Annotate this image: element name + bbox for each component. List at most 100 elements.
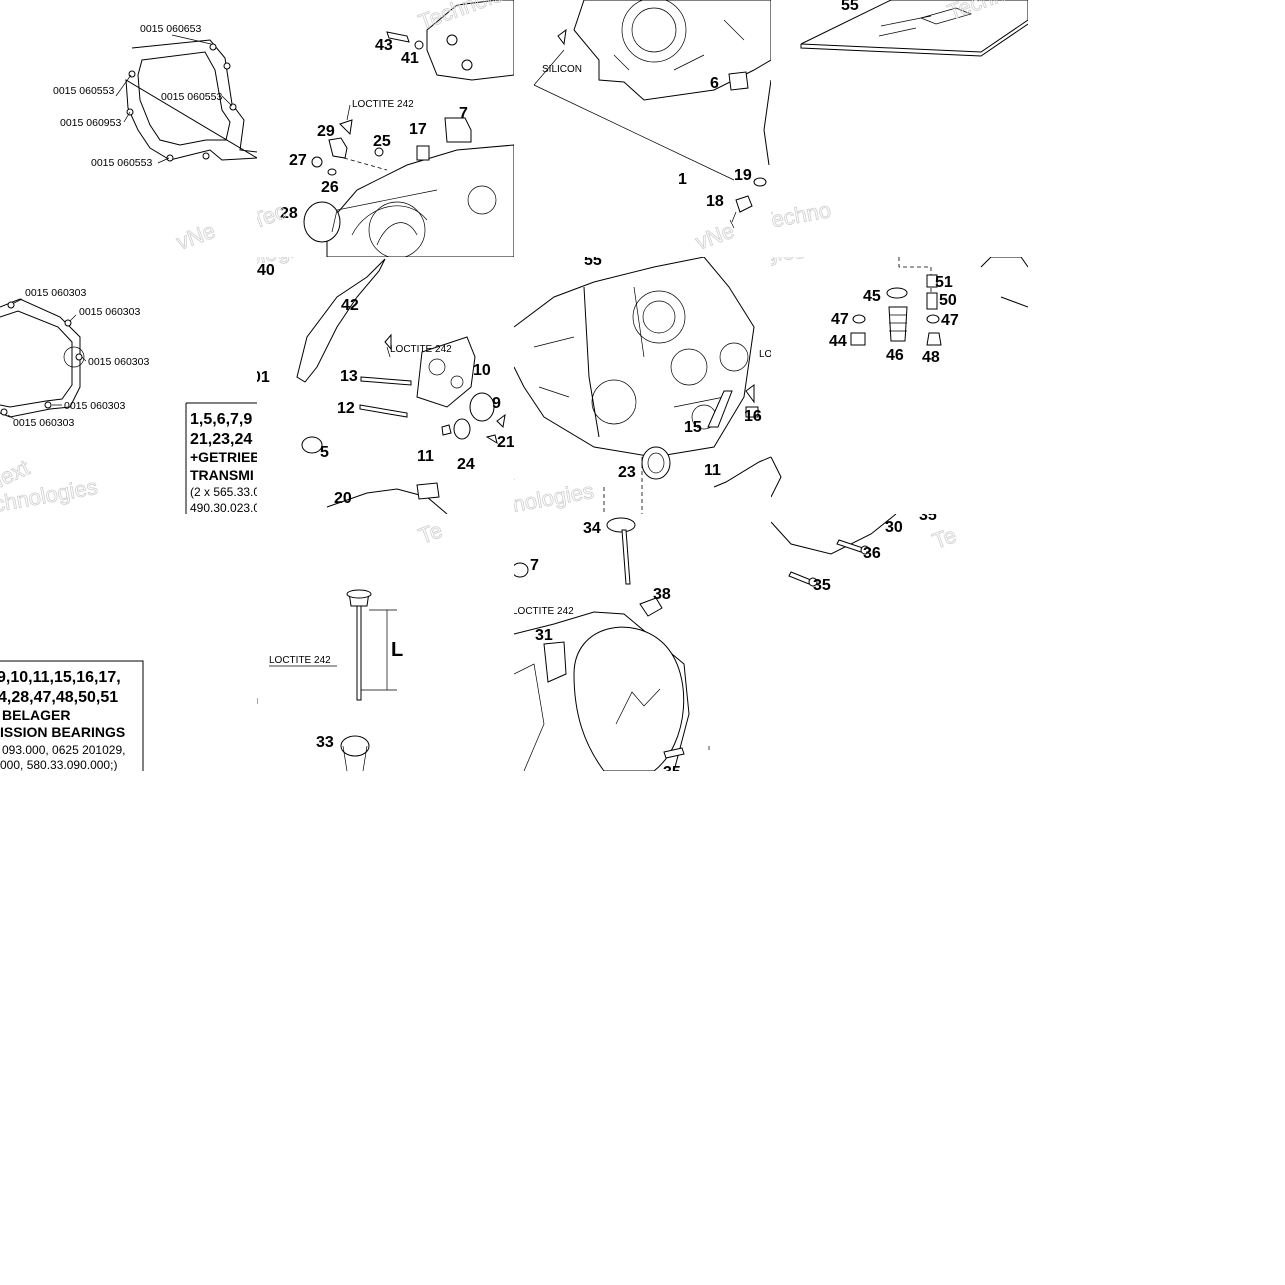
callout: 6: [710, 75, 719, 92]
callout: 51: [935, 274, 953, 291]
callout: 42: [341, 297, 359, 314]
tile-gasket-a: 0015 060653 0015 060553 0015 060553 0015…: [0, 0, 257, 257]
watermark: vNe: [173, 218, 218, 255]
callout: 46: [886, 347, 904, 364]
callout: 21: [497, 434, 514, 451]
callout: 11: [704, 462, 721, 479]
dimension-label: L: [391, 639, 403, 661]
tile-crankcase-left-top: LOCTITE 242 43 41 7 29 25 17 27 26 28 Te…: [257, 0, 514, 257]
callout: 7: [530, 557, 539, 574]
silicon-note: SILICON: [542, 64, 582, 75]
callout: 17: [409, 121, 427, 138]
tile-oil-screen: 51 45 50 47 47 44 46 48 chnologies: [771, 257, 1028, 514]
kit-line: 093.000, 0625 201029,: [2, 743, 125, 757]
watermark: Te: [929, 522, 959, 553]
callout: 35: [813, 577, 831, 594]
watermark: nologies: [514, 478, 596, 514]
callout: 35: [663, 764, 681, 771]
callout: 26: [321, 179, 339, 196]
pn-label: 0015 060303: [64, 400, 125, 412]
pn-label: 0015 060953: [60, 117, 121, 129]
loctite-note: LOCTITE 242: [269, 655, 331, 666]
callout: 28: [280, 205, 298, 222]
loctite-note: LO: [759, 349, 771, 360]
tile-crankcase-right-top: SILICON 6 1 19 18 vNe: [514, 0, 771, 257]
callout: 44: [829, 333, 847, 350]
tile-gasket-b: 0015 060303 0015 060303 0015 060303 0015…: [0, 257, 257, 514]
pn-label: 0015 060553: [161, 91, 222, 103]
callout: 36: [863, 545, 881, 562]
kit-line: 000, 580.33.090.000;): [0, 758, 117, 771]
callout: 50: [939, 292, 957, 309]
watermark: chnologies: [771, 257, 806, 272]
callout: 38: [653, 586, 671, 603]
loctite-note: LOCTITE 242: [352, 99, 414, 110]
tile-dipstick: LOCTITE 242 L 33 Te: [257, 514, 514, 771]
tile-clutch-cover: LOCTITE 242 7 34 38 31 35 Te: [514, 514, 771, 771]
callout: 25: [373, 133, 391, 150]
pn-label: 0015 060303: [25, 287, 86, 299]
kit-line: 4,28,47,48,50,51: [0, 689, 118, 706]
callout: 34: [583, 520, 601, 537]
callout: 12: [337, 400, 355, 417]
pn-label: 0015 060653: [140, 23, 201, 35]
pn-label: 0015 060303: [13, 417, 74, 429]
kit-line: 9,10,11,15,16,17,: [0, 669, 121, 686]
callout: 31: [535, 627, 553, 644]
callout: 43: [375, 37, 393, 54]
callout: 9: [492, 395, 501, 412]
loctite-note: LOCTITE 242: [514, 606, 574, 617]
callout: 23: [618, 464, 636, 481]
callout: 27: [289, 152, 307, 169]
callout: 33: [316, 734, 334, 751]
pn-label: 0015 060303: [79, 306, 140, 318]
callout: 19: [734, 167, 752, 184]
callout: 11: [417, 448, 434, 465]
tile-inner-cover: LOCTITE 242 01 40 42 13 10 12 9 5 11 24 …: [257, 257, 514, 514]
callout: 41: [401, 50, 419, 67]
callout: 18: [706, 193, 724, 210]
callout: 45: [863, 288, 881, 305]
callout: 55: [584, 257, 602, 269]
kit-box-left: 1,5,6,7,9 21,23,24 +GETRIEB TRANSMI (2 x…: [185, 400, 257, 515]
callout: 29: [317, 123, 335, 140]
callout: 16: [744, 408, 762, 425]
callout: 01: [257, 369, 270, 386]
callout: 55: [841, 0, 859, 14]
callout: 47: [831, 311, 849, 328]
kit-line: BELAGER: [2, 707, 70, 723]
pn-label: 0015 060303: [88, 356, 149, 368]
callout: 10: [473, 362, 491, 379]
callout: 48: [922, 349, 940, 366]
kit-line: 1,5,6,7,9: [190, 411, 252, 428]
callout: 5: [320, 444, 329, 461]
callout: 30: [885, 519, 903, 536]
kit-line: +GETRIEB: [190, 449, 257, 465]
callout: 35: [919, 514, 937, 524]
tile-crankcase-center: LO 55 15 16 23 11 xt nologies: [514, 257, 771, 514]
pn-label: 0015 060553: [91, 157, 152, 169]
watermark: Technolo: [415, 0, 506, 35]
kit-box-right: 9,10,11,15,16,17, 4,28,47,48,50,51 BELAG…: [0, 514, 257, 771]
callout: 7: [459, 105, 468, 122]
tile-manual-box: 55 Technolo vNext Techno: [771, 0, 1028, 257]
watermark: xt: [514, 462, 517, 492]
loctite-note: LOCTITE 242: [390, 344, 452, 355]
tile-cover-screws: 30 35 36 35 Te: [771, 514, 1028, 771]
watermark: vNe: [692, 218, 737, 255]
callout: 13: [340, 368, 358, 385]
kit-line: 21,23,24: [190, 431, 252, 448]
kit-line: TRANSMI: [190, 467, 254, 483]
callout: 40: [257, 262, 275, 279]
callout: 47: [941, 312, 959, 329]
watermark: vNext Techno: [771, 197, 833, 245]
callout: 24: [457, 456, 475, 473]
callout: 15: [684, 419, 702, 436]
kit-line: (2 x 565.33.0: [190, 485, 257, 499]
kit-line: 490.30.023.0: [190, 501, 257, 515]
callout: 20: [334, 490, 352, 507]
kit-line: ISSION BEARINGS: [0, 724, 125, 740]
watermark: Te: [415, 517, 445, 548]
callout: 1: [678, 171, 687, 188]
